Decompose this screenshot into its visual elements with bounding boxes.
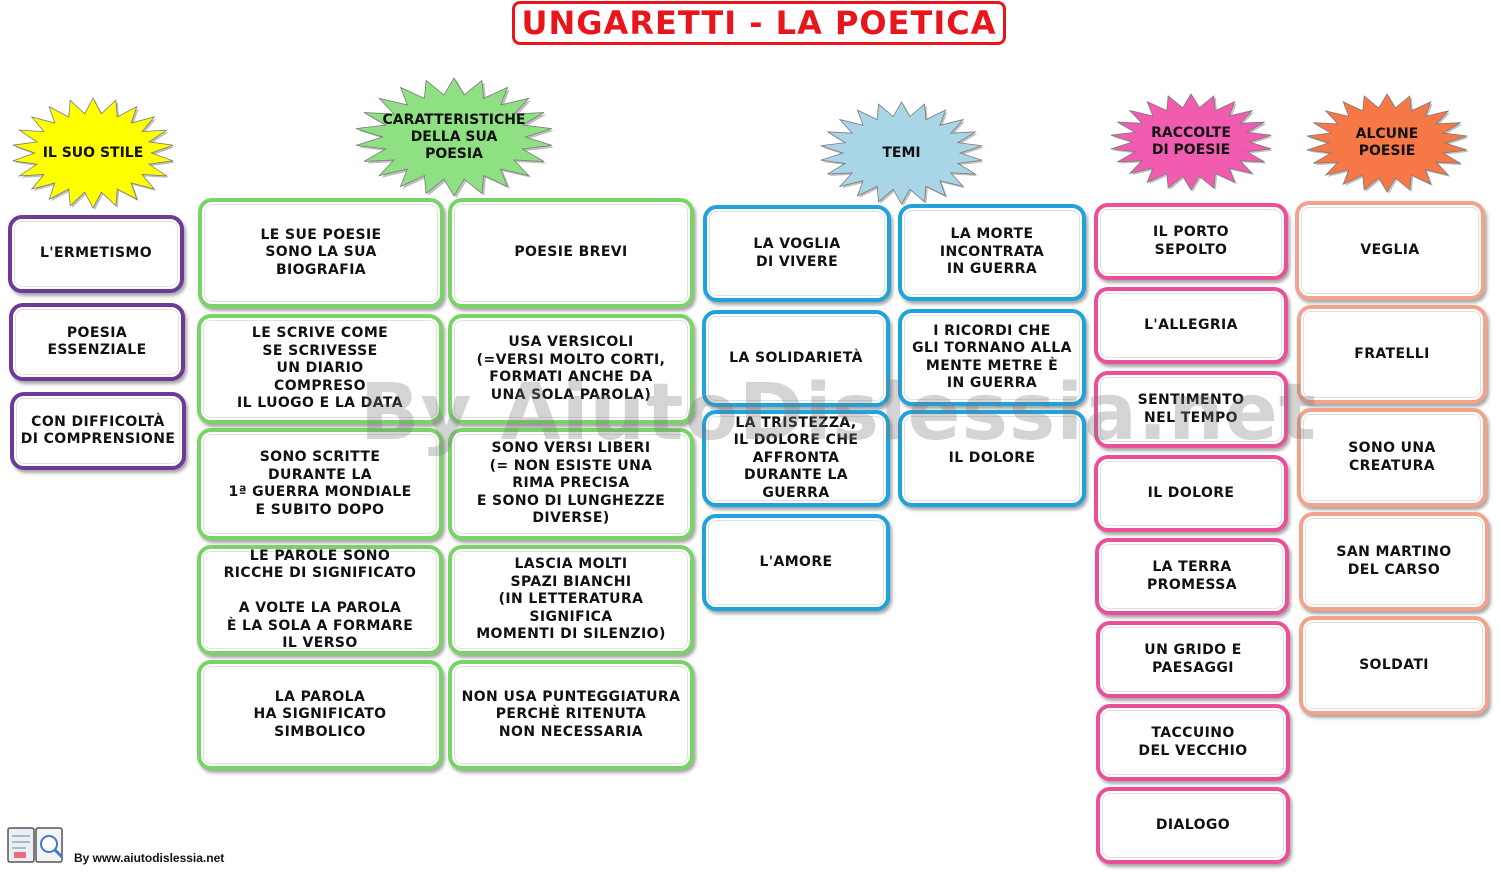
caratteristica-box: USA VERSICOLI (=VERSI MOLTO CORTI, FORMA…: [448, 314, 694, 424]
burst-temi: TEMI: [820, 102, 985, 206]
footer-credit: By www.aiutodislessia.net: [74, 851, 225, 865]
raccolta-box: IL PORTO SEPOLTO: [1094, 203, 1288, 280]
raccolta-box: IL DOLORE: [1094, 455, 1288, 532]
poesia-box: SOLDATI: [1299, 616, 1489, 715]
starburst-icon: [820, 102, 985, 206]
caratteristica-box: LE PAROLE SONO RICCHE DI SIGNIFICATO A V…: [197, 545, 443, 655]
burst-caratteristiche: CARATTERISTICHE DELLA SUA POESIA: [355, 78, 555, 199]
book-logo-icon: [7, 827, 64, 863]
poesia-box: SAN MARTINO DEL CARSO: [1299, 512, 1489, 611]
raccolta-box: L'ALLEGRIA: [1094, 287, 1288, 364]
starburst-icon: [1110, 94, 1274, 192]
burst-stile: IL SUO STILE: [12, 98, 176, 210]
burst-label: ALCUNE POESIE: [1355, 126, 1419, 159]
stile-box: POESIA ESSENZIALE: [9, 303, 185, 381]
starburst-icon: [12, 98, 176, 210]
starburst-icon: [355, 78, 555, 199]
page-title: UNGARETTI - LA POETICA: [512, 1, 1006, 45]
caratteristica-box: LA PAROLA HA SIGNIFICATO SIMBOLICO: [197, 660, 443, 770]
tema-box: LA VOGLIA DI VIVERE: [703, 205, 891, 302]
burst-raccolte: RACCOLTE DI POESIE: [1110, 94, 1274, 192]
tema-box: IL DOLORE: [898, 410, 1086, 507]
caratteristica-box: LE SCRIVE COME SE SCRIVESSE UN DIARIO CO…: [197, 314, 443, 424]
starburst-icon: [1306, 94, 1470, 194]
caratteristica-box: SONO VERSI LIBERI (= NON ESISTE UNA RIMA…: [448, 428, 694, 540]
burst-label: RACCOLTE DI POESIE: [1151, 125, 1231, 158]
caratteristica-box: NON USA PUNTEGGIATURA PERCHÈ RITENUTA NO…: [448, 660, 694, 770]
tema-box: LA SOLIDARIETÀ: [702, 310, 890, 407]
burst-label: TEMI: [882, 144, 921, 161]
poesia-box: VEGLIA: [1295, 201, 1485, 300]
burst-alcune: ALCUNE POESIE: [1306, 94, 1470, 194]
poesia-box: SONO UNA CREATURA: [1297, 408, 1487, 507]
raccolta-box: TACCUINO DEL VECCHIO: [1096, 704, 1290, 781]
caratteristica-box: SONO SCRITTE DURANTE LA 1ª GUERRA MONDIA…: [197, 428, 443, 540]
tema-box: L'AMORE: [702, 514, 890, 611]
raccolta-box: DIALOGO: [1096, 787, 1290, 864]
raccolta-box: SENTIMENTO NEL TEMPO: [1094, 371, 1288, 448]
raccolta-box: UN GRIDO E PAESAGGI: [1096, 621, 1290, 698]
tema-box: LA TRISTEZZA, IL DOLORE CHE AFFRONTA DUR…: [702, 410, 890, 507]
caratteristica-box: POESIE BREVI: [448, 198, 694, 308]
stile-box: CON DIFFICOLTÀ DI COMPRENSIONE: [10, 392, 186, 470]
burst-label: IL SUO STILE: [42, 144, 144, 161]
caratteristica-box: LASCIA MOLTI SPAZI BIANCHI (IN LETTERATU…: [448, 545, 694, 655]
caratteristica-box: LE SUE POESIE SONO LA SUA BIOGRAFIA: [198, 198, 444, 308]
poesia-box: FRATELLI: [1297, 305, 1487, 404]
burst-label: CARATTERISTICHE DELLA SUA POESIA: [382, 111, 526, 162]
tema-box: I RICORDI CHE GLI TORNANO ALLA MENTE MET…: [898, 309, 1086, 406]
tema-box: LA MORTE INCONTRATA IN GUERRA: [898, 204, 1086, 301]
raccolta-box: LA TERRA PROMESSA: [1095, 538, 1289, 615]
stile-box: L'ERMETISMO: [8, 215, 184, 293]
